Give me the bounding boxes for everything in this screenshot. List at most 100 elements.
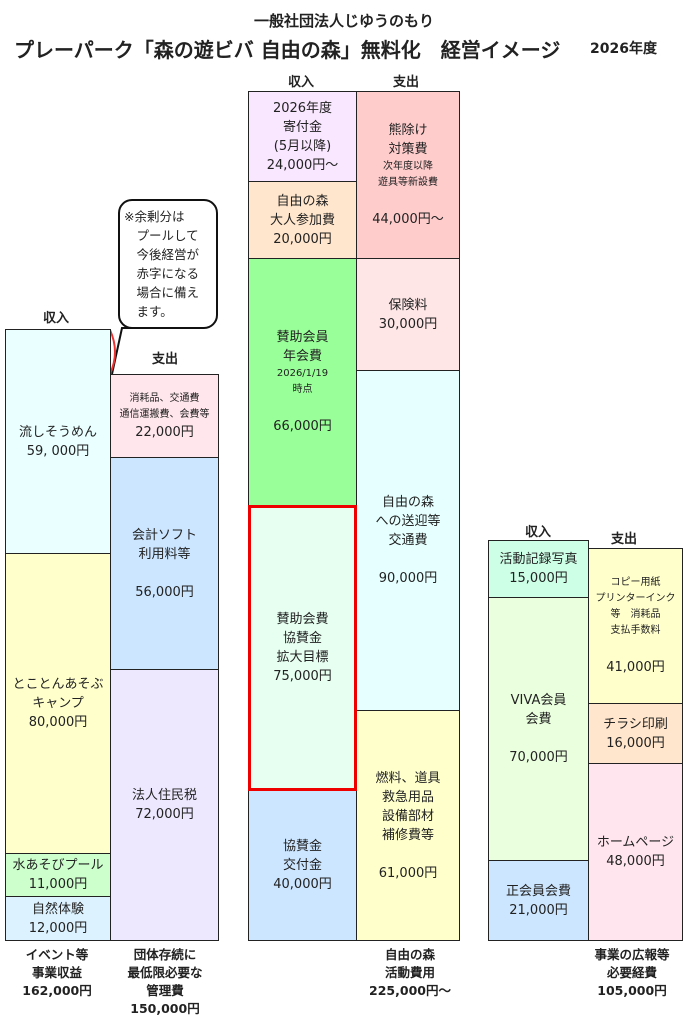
item-text: 11,000円: [28, 877, 88, 892]
total-text: 必要経費: [606, 965, 658, 980]
item-text: 賛助会費: [276, 612, 329, 627]
item-text: 自由の森: [381, 495, 434, 510]
item-text: 次年度以降: [383, 161, 433, 172]
item-text: 12,000円: [28, 920, 88, 936]
item-text: 24,000円～: [266, 157, 339, 173]
item-text: 66,000円: [273, 419, 332, 434]
item-text: 補修費等: [381, 827, 434, 843]
pr-income-item: VIVA会員会費 70,000円: [488, 597, 589, 861]
item-text: 燃料、道具: [375, 770, 441, 786]
item-text: 協賛金: [282, 839, 322, 854]
item-text: 寄付金: [282, 119, 322, 135]
item-text: 流しそうめん: [18, 424, 97, 440]
item-text: 16,000円: [606, 735, 665, 751]
item-text: 61,000円: [378, 865, 438, 881]
item-text: 交付金: [282, 858, 322, 873]
item-text: ホームページ: [596, 835, 675, 850]
item-text: 消耗品、交通費: [129, 392, 200, 404]
item-text: 自然体験: [31, 901, 84, 917]
item-text: 利用料等: [138, 546, 191, 562]
callout-text: ※余剰分は: [124, 209, 185, 224]
total-text: 管理費: [146, 983, 184, 998]
item-text: 大人参加費: [269, 212, 335, 228]
event-income-total: イベント等事業収益 162,000円: [22, 946, 91, 1000]
event-expense-item: 消耗品、交通費通信運搬費、会費等 22,000円: [110, 374, 219, 458]
item-text: 時点: [292, 384, 313, 395]
item-text: 正会員会費: [505, 883, 571, 899]
event-income-header: 収入: [42, 311, 70, 326]
callout-text: ます。: [124, 304, 173, 319]
item-text: 75,000円: [273, 669, 332, 684]
item-text: 賛助会員: [276, 330, 329, 345]
item-text: チラシ印刷: [603, 716, 668, 732]
event-expense-item: 会計ソフト利用料等 56,000円: [110, 457, 219, 670]
item-text: キャンプ: [32, 696, 84, 711]
total-text: 162,000円: [22, 983, 92, 998]
total-text: 150,000円: [130, 1001, 200, 1016]
item-text: 80,000円: [28, 715, 88, 730]
item-text: 自由の森: [276, 193, 329, 209]
item-text: への送迎等: [375, 514, 441, 529]
item-text: 59, 000円: [26, 443, 90, 459]
item-text: 法人住民税: [131, 788, 197, 803]
item-text: 保険料: [388, 297, 428, 313]
forest-income-target-item: 賛助会費協賛金拡大目標 75,000円: [248, 505, 357, 791]
item-text: 設備部材: [381, 808, 434, 824]
item-text: 72,000円: [135, 807, 194, 822]
item-text: 等 消耗品: [610, 609, 661, 620]
total-text: 団体存続に: [133, 947, 197, 962]
item-text: 70,000円: [509, 750, 568, 765]
item-text: 対策費: [388, 142, 428, 157]
item-text: 通信運搬費、会費等: [119, 408, 210, 420]
total-text: 事業の広報等: [594, 947, 670, 962]
item-text: 21,000円: [509, 902, 568, 918]
total-text: 自由の森: [384, 947, 435, 962]
item-text: 会費: [525, 712, 552, 727]
item-text: 22,000円: [135, 424, 194, 440]
item-text: 熊除け: [388, 123, 428, 138]
forest-expense-item: 燃料、道具救急用品設備部材補修費等 61,000円: [356, 710, 460, 941]
item-text: 活動記録写真: [499, 552, 578, 567]
forest-income-header: 収入: [287, 75, 315, 90]
item-text: 遊具等新設費: [378, 177, 438, 188]
item-text: 2026年度: [272, 100, 333, 116]
item-text: 40,000円: [273, 877, 332, 892]
item-text: 2026/1/19: [276, 368, 329, 379]
item-text: (5月以降): [273, 138, 332, 154]
item-text: 41,000円: [606, 660, 665, 675]
organization-name: 一般社団法人じゆうのもり: [253, 12, 434, 30]
total-text: 事業収益: [31, 965, 82, 980]
forest-expense-header: 支出: [392, 75, 420, 90]
callout-text: 赤字になる: [124, 266, 200, 281]
callout-text: 場合に備え: [124, 285, 200, 300]
item-text: 協賛金: [282, 631, 322, 646]
event-expense-header: 支出: [151, 352, 179, 367]
item-text: 支払手数料: [610, 625, 661, 636]
event-income-item: 流しそうめん 59, 000円: [5, 329, 111, 554]
highlight-arc: [109, 329, 116, 375]
event-expense-item: 法人住民税 72,000円: [110, 669, 219, 941]
item-text: VIVA会員: [510, 693, 567, 708]
item-text: 56,000円: [135, 584, 194, 600]
pr-income-item: 活動記録写真 15,000円: [488, 540, 589, 598]
item-text: 会計ソフト: [131, 527, 197, 543]
total-text: 活動費用: [384, 965, 435, 980]
item-text: 交通費: [388, 533, 428, 548]
forest-income-item: 2026年度寄付金 (5月以降) 24,000円～: [248, 91, 357, 182]
callout-text: 今後経営が: [124, 247, 200, 262]
forest-income-item: 協賛金交付金 40,000円: [248, 790, 357, 941]
item-text: 15,000円: [509, 571, 568, 586]
item-text: 救急用品: [381, 789, 434, 805]
total-text: イベント等: [25, 947, 89, 962]
item-text: 拡大目標: [276, 650, 329, 665]
